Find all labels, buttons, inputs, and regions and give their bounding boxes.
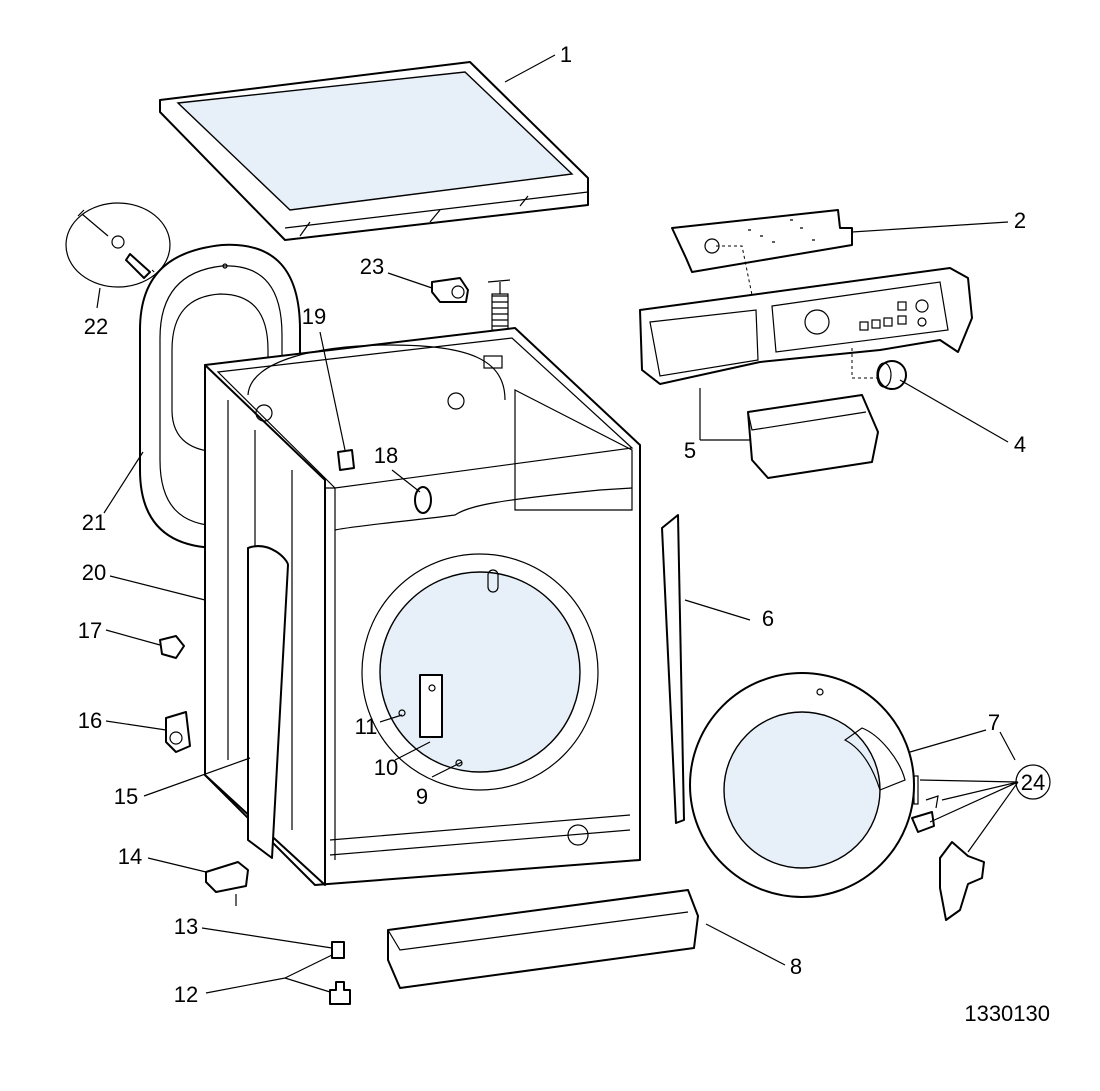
part-13-spring bbox=[331, 941, 345, 959]
callout-8: 8 bbox=[790, 954, 802, 979]
callout-18: 18 bbox=[374, 443, 398, 468]
callout-6: 6 bbox=[762, 606, 774, 631]
callout-10: 10 bbox=[374, 755, 398, 780]
part-control-board bbox=[671, 209, 853, 296]
callout-15: 15 bbox=[114, 784, 138, 809]
part-23-clip bbox=[431, 277, 469, 303]
callout-11: 11 bbox=[355, 714, 378, 739]
callout-2: 2 bbox=[1014, 208, 1026, 233]
callout-4: 4 bbox=[1014, 432, 1026, 457]
part-cabinet bbox=[204, 327, 641, 886]
callout-13: 13 bbox=[174, 914, 198, 939]
part-19-clip bbox=[337, 449, 355, 471]
part-8-kickplate bbox=[387, 889, 699, 989]
callout-23: 23 bbox=[360, 254, 384, 279]
callout-14: 14 bbox=[118, 844, 142, 869]
callout-7: 7 bbox=[988, 710, 1000, 735]
part-6-trim bbox=[661, 514, 685, 824]
callout-24-circle bbox=[1015, 764, 1051, 800]
callout-1: 1 bbox=[560, 42, 572, 67]
callout-16: 16 bbox=[78, 708, 102, 733]
callout-22: 22 bbox=[84, 314, 108, 339]
callout-9: 9 bbox=[416, 784, 428, 809]
part-12-foot bbox=[329, 981, 351, 1005]
part-24-hinge-kit bbox=[911, 775, 985, 921]
callout-21: 21 bbox=[82, 510, 106, 535]
part-detergent-drawer bbox=[747, 394, 879, 479]
part-17 bbox=[159, 635, 185, 659]
callout-5: 5 bbox=[684, 438, 696, 463]
callout-12: 12 bbox=[174, 982, 198, 1007]
part-16 bbox=[165, 711, 191, 753]
leader-lines bbox=[96, 54, 1019, 994]
part-15-trim bbox=[247, 545, 289, 859]
part-14-bracket bbox=[205, 861, 249, 906]
callout-20: 20 bbox=[82, 560, 106, 585]
part-spring bbox=[487, 279, 511, 331]
part-18-plug bbox=[414, 486, 432, 514]
callout-17: 17 bbox=[78, 618, 102, 643]
part-7-door bbox=[689, 672, 915, 898]
diagram-code: 1330130 bbox=[964, 1001, 1050, 1026]
part-control-panel bbox=[639, 267, 973, 385]
part-top-panel bbox=[159, 61, 589, 241]
callout-24: 24 bbox=[1021, 770, 1045, 795]
part-knob bbox=[851, 348, 907, 390]
callout-19: 19 bbox=[302, 304, 326, 329]
